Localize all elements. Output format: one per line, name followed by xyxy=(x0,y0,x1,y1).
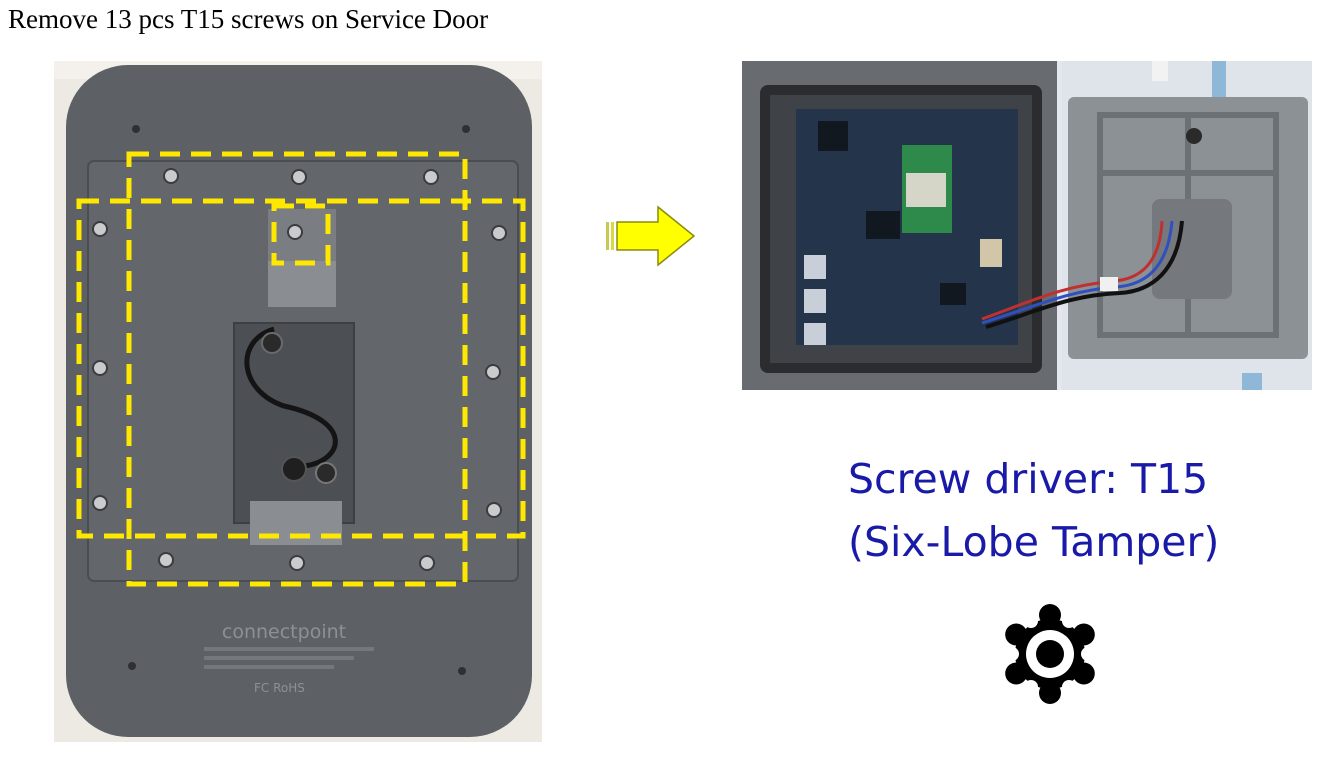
right-arrow-icon xyxy=(606,205,696,267)
tool-caption-line2: (Six-Lobe Tamper) xyxy=(848,518,1220,566)
device-brand-text: connectpoint xyxy=(222,621,346,643)
tool-caption-line1: Screw driver: T15 xyxy=(848,455,1209,503)
torx-t15-icon xyxy=(1005,604,1095,704)
certification-marks: FC RoHS xyxy=(254,681,305,695)
page-title: Remove 13 pcs T15 screws on Service Door xyxy=(8,4,489,34)
service-door-photo: connectpoint FC RoHS xyxy=(54,61,542,742)
open-enclosure-photo xyxy=(742,61,1312,390)
tool-caption: Screw driver: T15 (Six-Lobe Tamper) xyxy=(848,448,1219,574)
